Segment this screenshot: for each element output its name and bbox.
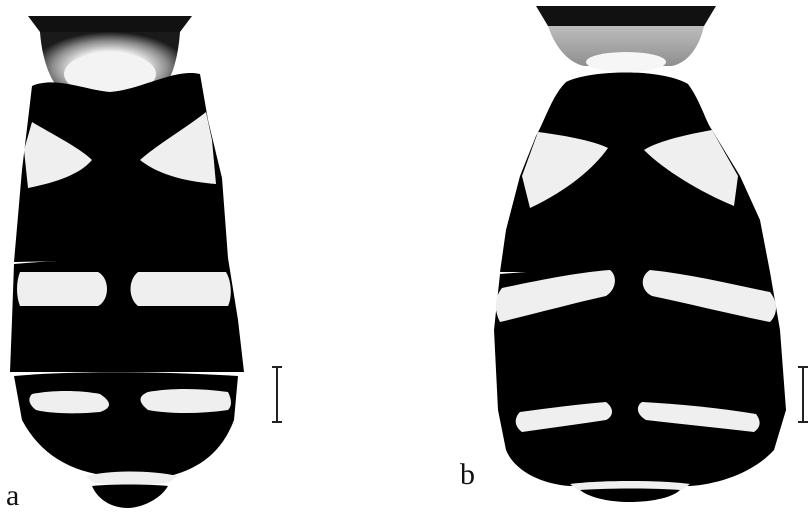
petiole-b (536, 6, 716, 72)
marking-t2-left-a (17, 272, 107, 306)
tergite-3-a (14, 372, 238, 508)
marking-t2-right-a (131, 272, 231, 306)
panel-label-b: b (460, 458, 475, 491)
marking-t3-right-a (141, 389, 232, 413)
marking-t3-left-a (29, 391, 109, 413)
tergite-1-b (500, 73, 770, 273)
tergite-2-b (494, 268, 786, 410)
abdomen-panel-b: b (460, 6, 808, 502)
scale-bar-a (272, 367, 282, 422)
tergite-1-a (14, 73, 228, 262)
tergite-2-a (10, 258, 244, 372)
panel-label-a: a (6, 479, 19, 512)
abdomen-panel-a: a (6, 16, 282, 512)
tergite-3-b (498, 402, 786, 502)
scale-bar-b (798, 367, 808, 422)
